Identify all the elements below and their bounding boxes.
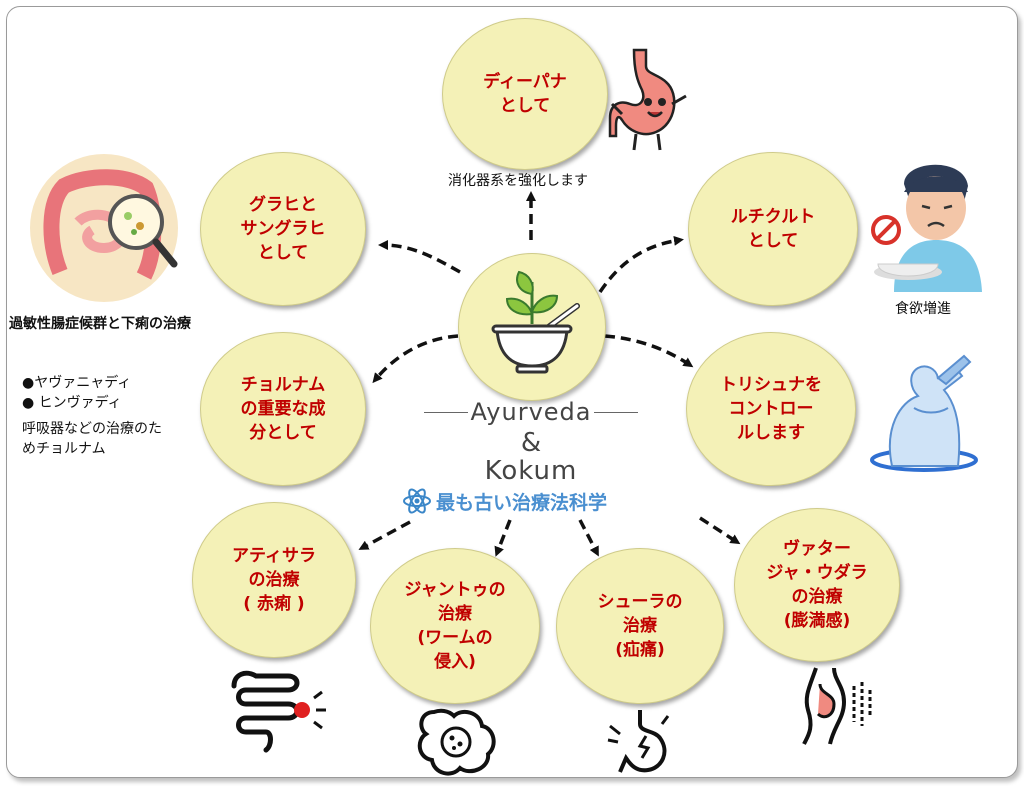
ampersand: & xyxy=(520,428,542,458)
bullet-yavanyadi: ●ヤヴァニャディ xyxy=(22,375,132,391)
tagline: 最も古い治療法科学 xyxy=(402,488,607,514)
stomach-icon xyxy=(608,48,687,151)
arrow-to-ruchi xyxy=(598,235,684,293)
intestine-icon xyxy=(30,154,178,302)
arrow-to-trishna xyxy=(604,334,694,368)
node-shula: シューラの 治療 (疝痛) xyxy=(556,548,724,704)
arrow-to-jantu xyxy=(494,519,512,557)
caption-appetite: 食欲増進 xyxy=(895,301,951,317)
bloated-belly-icon xyxy=(802,667,872,745)
bacteria-gut-icon xyxy=(417,708,496,776)
arrow-to-churnam xyxy=(372,334,459,384)
stomach-cramp-icon xyxy=(607,710,670,773)
arrow-to-grahi xyxy=(378,240,461,274)
drinking-man-icon xyxy=(870,354,978,472)
kokum-title: Kokum xyxy=(484,456,578,486)
sad-boy-icon xyxy=(871,164,982,292)
node-deepana: ディーパナ として xyxy=(442,18,608,170)
node-churnam: チョルナム の重要な成 分として xyxy=(200,332,366,486)
gut-pain-icon xyxy=(231,670,326,753)
note-line1: 呼吸器などの治療のた xyxy=(22,421,162,437)
arrow-to-atisara xyxy=(358,520,411,550)
arrow-to-shula xyxy=(578,519,599,557)
mortar-pestle-icon xyxy=(491,270,580,374)
bullet-hinvadi: ● ヒンヴァディ xyxy=(22,395,122,411)
node-grahi: グラヒと サングラヒ として xyxy=(200,152,366,306)
caption-ibs: 過敏性腸症候群と下痢の治療 xyxy=(9,316,191,332)
caption-digestion: 消化器系を強化します xyxy=(448,173,588,189)
node-ruchi: ルチクルト として xyxy=(688,152,858,306)
arrow-to-vata xyxy=(699,516,741,545)
node-vata: ヴァター ジャ・ウダラ の治療 (膨満感) xyxy=(734,508,900,662)
center-circle xyxy=(458,253,606,401)
node-atisara: アティサラ の治療 ( 赤痢 ) xyxy=(192,502,356,658)
node-jantu: ジャントゥの 治療 (ワームの 侵入) xyxy=(370,548,540,704)
node-trishna: トリシュナを コントロー ルします xyxy=(686,332,856,486)
ayurveda-title: Ayurveda xyxy=(418,398,644,428)
atom-icon xyxy=(403,488,431,514)
note-line2: めチョルナム xyxy=(22,441,106,457)
